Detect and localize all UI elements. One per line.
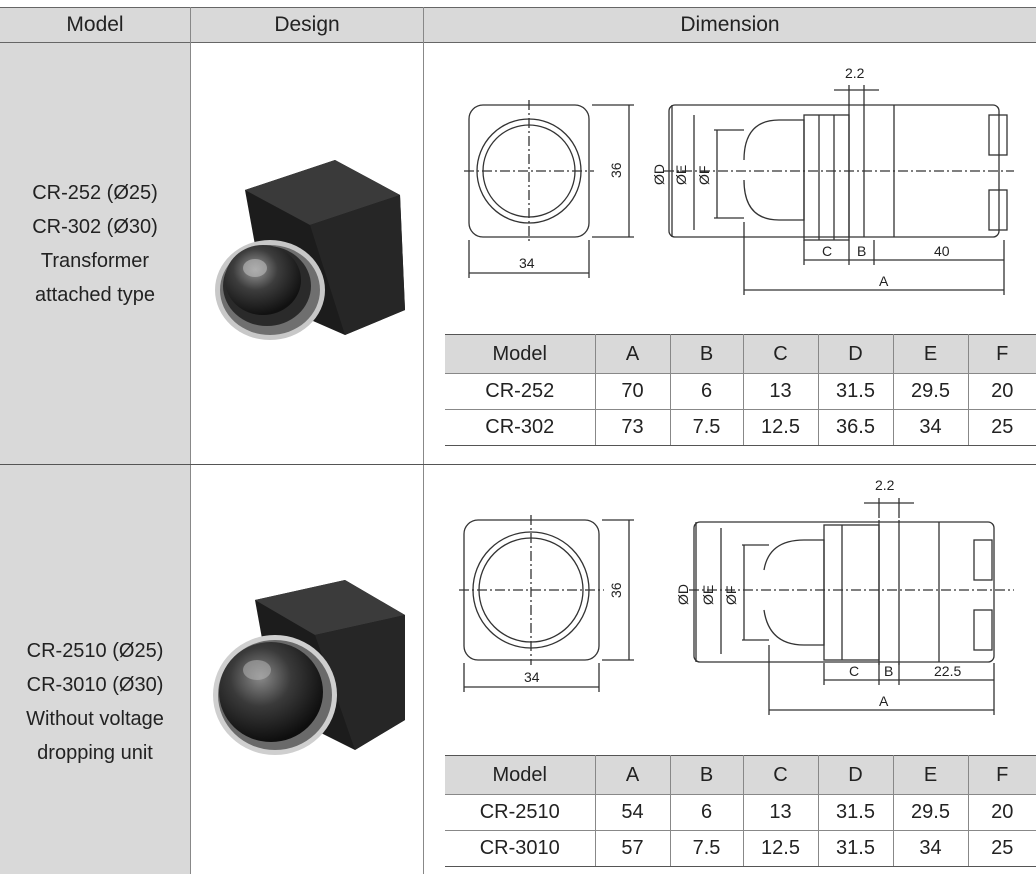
- dim-label: 22.5: [934, 663, 961, 679]
- model-cell-row1: [0, 43, 190, 464]
- product-photo-transformer-type: [215, 160, 405, 340]
- table-header: F: [967, 755, 1036, 795]
- table-cell: 12.5: [742, 830, 819, 867]
- dim-label: ØF: [696, 166, 712, 185]
- table-cell: 25: [967, 830, 1036, 867]
- table-cell: 70: [594, 373, 671, 410]
- dim-label: ØE: [673, 165, 689, 185]
- table-cell: 13: [742, 794, 819, 831]
- dim-label: ØE: [700, 585, 716, 605]
- table-cell: 6: [669, 373, 744, 410]
- dim-label: ØF: [723, 586, 739, 605]
- table-header-row: Model A B C D E F: [445, 755, 1036, 795]
- model-line: Transformer: [40, 250, 150, 272]
- model-line: attached type: [34, 284, 156, 306]
- table-header: D: [817, 334, 894, 374]
- table-cell: 20: [967, 373, 1036, 410]
- table-header: D: [817, 755, 894, 795]
- table-row: CR-2510 54 6 13 31.5 29.5 20: [445, 794, 1036, 831]
- table-header: B: [669, 755, 744, 795]
- dim-label: 2.2: [845, 65, 865, 81]
- table-cell: 13: [742, 373, 819, 410]
- table-cell: 34: [892, 409, 969, 446]
- table-header: Model: [445, 755, 596, 795]
- model-line: CR-2510 (Ø25): [26, 640, 164, 662]
- dim-label: ØD: [675, 584, 691, 605]
- table-row: CR-252 70 6 13 31.5 29.5 20: [445, 373, 1036, 410]
- row-divider: [0, 464, 1036, 465]
- table-header: C: [742, 755, 819, 795]
- table-cell: 36.5: [817, 409, 894, 446]
- table-cell: 34: [892, 830, 969, 867]
- header-model: Model: [0, 7, 190, 43]
- model-line: CR-252 (Ø25): [32, 182, 158, 204]
- table-cell: CR-2510: [445, 794, 596, 831]
- dim-label: 34: [519, 255, 535, 271]
- table-cell: CR-302: [445, 409, 596, 446]
- table-row: CR-3010 57 7.5 12.5 31.5 34 25: [445, 830, 1036, 867]
- dim-label: B: [857, 243, 866, 259]
- dim-label: C: [849, 663, 859, 679]
- dim-label: B: [884, 663, 893, 679]
- table-header: E: [892, 755, 969, 795]
- dim-label: 36: [608, 162, 624, 178]
- dimension-table-row1: Model A B C D E F CR-252 70 6 13 31.5 29…: [445, 334, 1036, 446]
- table-header: F: [967, 334, 1036, 374]
- model-label-row1: CR-252 (Ø25) CR-302 (Ø30) Transformer at…: [0, 176, 190, 312]
- header-dimension: Dimension: [423, 7, 1036, 43]
- table-cell: 57: [594, 830, 671, 867]
- table-cell: CR-3010: [445, 830, 596, 867]
- dim-label: 2.2: [875, 477, 895, 493]
- table-header: B: [669, 334, 744, 374]
- table-cell: 25: [967, 409, 1036, 446]
- model-line: CR-3010 (Ø30): [26, 674, 164, 696]
- dim-label: A: [879, 273, 889, 289]
- table-cell: 31.5: [817, 373, 894, 410]
- dimension-drawing-row2: 36 34 ØD ØE ØF 2.2 C B 22.5 A: [459, 477, 1014, 715]
- model-line: Without voltage: [26, 708, 164, 730]
- model-label-row2: CR-2510 (Ø25) CR-3010 (Ø30) Without volt…: [0, 634, 190, 770]
- model-line: CR-302 (Ø30): [32, 216, 158, 238]
- table-cell: 29.5: [892, 373, 969, 410]
- table-cell: 7.5: [669, 409, 744, 446]
- dim-label: 40: [934, 243, 950, 259]
- table-row: CR-302 73 7.5 12.5 36.5 34 25: [445, 409, 1036, 446]
- dim-label: 36: [608, 582, 624, 598]
- table-cell: 12.5: [742, 409, 819, 446]
- table-cell: 20: [967, 794, 1036, 831]
- dim-label: 34: [524, 669, 540, 685]
- column-divider: [190, 7, 191, 874]
- dim-label: A: [879, 693, 889, 709]
- product-photo-without-voltage-type: [213, 580, 405, 755]
- model-line: dropping unit: [37, 742, 153, 764]
- table-header: E: [892, 334, 969, 374]
- table-header: A: [594, 755, 671, 795]
- dimension-table-row2: Model A B C D E F CR-2510 54 6 13 31.5 2…: [445, 755, 1036, 867]
- table-header-row: Model A B C D E F: [445, 334, 1036, 374]
- column-divider: [423, 7, 424, 874]
- table-cell: 29.5: [892, 794, 969, 831]
- table-cell: 31.5: [817, 794, 894, 831]
- model-cell-row2: [0, 465, 190, 874]
- dim-label: C: [822, 243, 832, 259]
- table-cell: CR-252: [445, 373, 596, 410]
- dim-label: ØD: [651, 164, 667, 185]
- table-header: C: [742, 334, 819, 374]
- header-design: Design: [190, 7, 423, 43]
- table-header: Model: [445, 334, 596, 374]
- table-cell: 54: [594, 794, 671, 831]
- table-cell: 7.5: [669, 830, 744, 867]
- table-cell: 73: [594, 409, 671, 446]
- table-cell: 6: [669, 794, 744, 831]
- table-cell: 31.5: [817, 830, 894, 867]
- table-header: A: [594, 334, 671, 374]
- dimension-drawing-row1: 36 34 ØD ØE ØF 2.2 C B 40 A: [464, 65, 1014, 295]
